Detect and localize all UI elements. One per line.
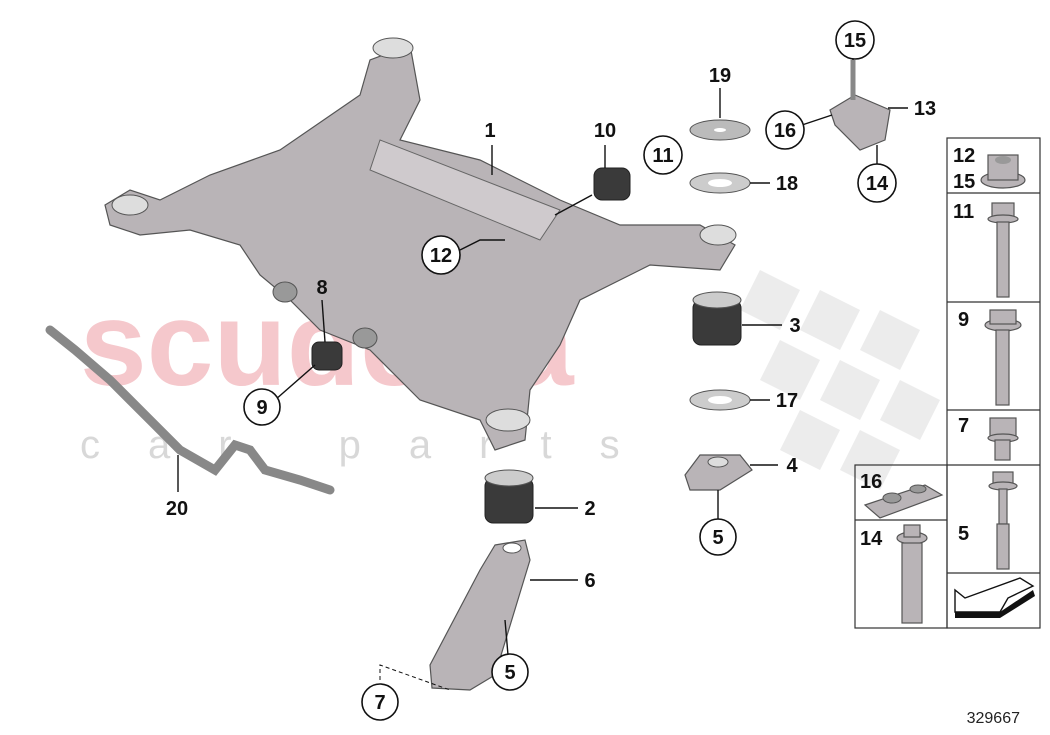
callout-7: 7 xyxy=(374,692,385,714)
callouts: 1 2 3 4 5 5 6 7 8 9 10 11 12 13 14 15 16… xyxy=(166,20,936,721)
nut-plate xyxy=(863,484,944,519)
bracket-13 xyxy=(829,60,891,151)
torx-bolt xyxy=(896,524,928,624)
panel-label-9: 9 xyxy=(958,309,969,331)
bushing-8 xyxy=(311,341,343,371)
panel-label-5: 5 xyxy=(958,523,969,545)
callout-18: 18 xyxy=(776,173,798,195)
panel-label-14: 14 xyxy=(860,528,883,550)
leader-lines xyxy=(177,55,908,691)
callout-5-upper: 5 xyxy=(712,527,723,549)
rear-axle-subframe xyxy=(104,37,737,451)
bracket-6 xyxy=(429,539,531,691)
washer-19 xyxy=(689,119,751,141)
callout-14: 14 xyxy=(866,173,889,195)
bushing-10 xyxy=(593,167,631,201)
callout-16: 16 xyxy=(774,120,796,142)
panel-label-12: 12 xyxy=(953,145,975,167)
panel-label-15: 15 xyxy=(953,171,975,193)
callout-17: 17 xyxy=(776,390,798,412)
panel-label-16: 16 xyxy=(860,471,882,493)
flange-bolt xyxy=(984,309,1022,406)
washer-17 xyxy=(689,389,751,411)
callout-6: 6 xyxy=(584,570,595,592)
flange-nut xyxy=(980,154,1026,189)
panel-label-11: 11 xyxy=(953,201,974,223)
callout-15: 15 xyxy=(844,30,866,52)
callout-20: 20 xyxy=(166,498,188,520)
callout-10: 10 xyxy=(594,120,616,142)
callout-9: 9 xyxy=(256,397,267,419)
long-bolt xyxy=(987,202,1019,298)
bracket-4 xyxy=(684,454,753,491)
callout-11: 11 xyxy=(652,145,673,167)
stabilizer-bar-20 xyxy=(45,325,335,495)
washer-18 xyxy=(689,172,751,194)
callout-13: 13 xyxy=(914,98,936,120)
hardware-panel: 12 15 11 9 7 5 16 14 329667 xyxy=(854,137,1041,727)
checkered-flag-watermark xyxy=(740,270,940,490)
callout-3: 3 xyxy=(789,315,800,337)
diagram-number: 329667 xyxy=(967,710,1020,727)
callout-12: 12 xyxy=(430,245,452,267)
watermark-sub: car parts xyxy=(80,423,668,467)
mount-2 xyxy=(484,469,534,524)
callout-2: 2 xyxy=(584,498,595,520)
callout-5-lower: 5 xyxy=(504,662,515,684)
mount-3 xyxy=(692,291,742,346)
callout-8: 8 xyxy=(316,277,327,299)
callout-19: 19 xyxy=(709,65,731,87)
callout-4: 4 xyxy=(786,455,798,477)
short-bolt xyxy=(987,417,1019,461)
direction-arrow-icon xyxy=(954,577,1035,618)
callout-1: 1 xyxy=(484,120,495,142)
stepped-bolt xyxy=(988,471,1018,570)
panel-label-7: 7 xyxy=(958,415,969,437)
